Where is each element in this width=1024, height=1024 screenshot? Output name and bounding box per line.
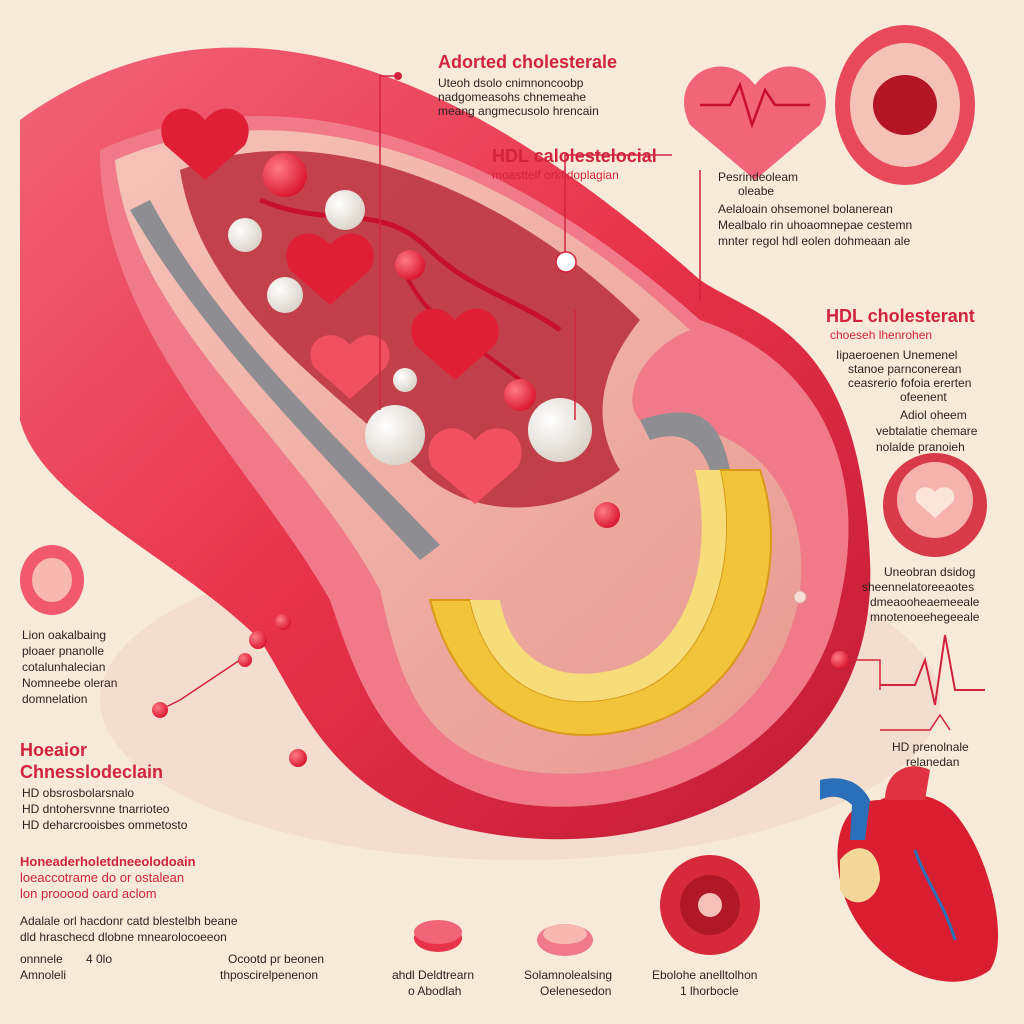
caption2-line2: o Abodlah (408, 984, 462, 998)
callout-dot (831, 651, 849, 669)
smooth-muscle-layer (130, 200, 440, 560)
right-mid-line1: Iipaeroenen Unemenel (836, 348, 958, 362)
ecg-line (880, 634, 985, 706)
red-blood-cell (428, 428, 522, 504)
callout-line (379, 75, 398, 410)
corner-line2: Amnoleli (20, 968, 67, 982)
callout-dot (793, 590, 807, 604)
right-top-line1: Pesrindeoleam (718, 170, 799, 184)
smooth-muscle-layer-right (640, 412, 730, 470)
callout-line (840, 659, 881, 690)
hdl-particle (325, 190, 365, 230)
ecg-label-line1: HD prenolnale (892, 740, 969, 754)
plaque-inner-band (470, 470, 727, 702)
right-top-line4: Mealbalo rin uhoaomnepae cestemn (718, 218, 913, 232)
caption2-line1: ahdl Deldtrearn (392, 968, 475, 982)
top-desc-line2: nadgomeasohs chnemeahe (438, 90, 587, 104)
red-blood-cell (594, 502, 620, 528)
callout-dot (249, 631, 267, 649)
artery-cross-section-lumen (873, 75, 937, 135)
callout-dot (238, 653, 252, 667)
bottom-red-line3: lon prooood oard aclom (20, 886, 157, 901)
callout-line (564, 154, 672, 255)
left-hdl-line2: HD dntohersvnne tnarrioteo (22, 802, 170, 816)
left-line1: Lion oakalbaing (22, 628, 107, 642)
hdl-particle (228, 218, 262, 252)
bottom-red-title: Honeaderholetdneeolodoain (20, 854, 196, 869)
ecg-label-line2: relanedan (906, 755, 960, 769)
red-blood-cell (263, 153, 307, 197)
caption3-line1: Solamnolealsing (524, 968, 613, 982)
platelet-icon-top (414, 920, 462, 944)
heart-lumen (915, 487, 955, 518)
red-blood-cell (504, 379, 536, 411)
bottom-red-line2: loeaccotrame do or ostalean (20, 870, 185, 885)
artery-slice-inner (32, 558, 72, 602)
right-low-line1: Uneobran dsidog (884, 565, 976, 579)
heart-ecg-line (700, 81, 810, 129)
right-hdl-subtitle: choeseh lhenrohen (830, 328, 933, 342)
vena-cava (820, 778, 870, 840)
right-hdl-title: HDL cholesterant (826, 306, 975, 326)
tissue-section-core (698, 893, 722, 917)
red-blood-cell (286, 233, 374, 305)
corner-number: 4 0lo (86, 952, 113, 966)
left-red-title1: Hoeaior (20, 740, 88, 760)
callout-dot (275, 614, 291, 630)
right-top-line2: oleabe (738, 184, 775, 198)
cell-disc-top (543, 924, 587, 944)
top-desc-line1: Uteoh dsolo cnimnoncoobp (438, 76, 584, 90)
left-line5: domnelation (22, 692, 88, 706)
callout-dot (289, 749, 307, 767)
left-line3: cotalunhalecian (22, 660, 106, 674)
right-mid-line2: stanoe parnconerean (848, 362, 962, 376)
right-low-line3: dmeaooheaemeeale (870, 595, 980, 609)
anatomical-heart-icon (837, 794, 999, 982)
capillary (259, 197, 562, 333)
heart-fat (840, 848, 880, 903)
caption3-line2: Oelenesedon (540, 984, 612, 998)
coronary-vessel (913, 849, 957, 941)
red-blood-cell (161, 108, 249, 180)
right-low-line4: mnotenoeehegeeale (870, 610, 980, 624)
left-hdl-line3: HD deharcrooisbes ommetosto (22, 818, 188, 832)
left-red-title2: Chnesslodeclain (20, 762, 164, 782)
hdl-particle (267, 277, 303, 313)
right-mid-line7: nolalde pranoieh (876, 440, 965, 454)
hdl-particle (365, 405, 425, 465)
red-blood-cell (310, 335, 390, 399)
caption1-line1: Ocootd pr beonen (228, 952, 325, 966)
red-blood-cell (395, 250, 425, 280)
right-mid-line5: Adiol oheem (900, 408, 967, 422)
right-mid-line3: ceasrerio fofoia ererten (848, 376, 972, 390)
left-hdl-line1: HD obsrosbolarsnalo (22, 786, 135, 800)
top-title: Adorted cholesterale (438, 52, 618, 72)
callout-dot (555, 251, 577, 273)
aorta (885, 766, 930, 800)
right-low-line2: sheennelatoreeaotes (862, 580, 975, 594)
hdl-particle (393, 368, 417, 392)
left-line2: ploaer pnanolle (22, 644, 105, 658)
left-line4: Nomneebe oleran (22, 676, 118, 690)
hdl-title: HDL calolestelocial (492, 146, 657, 166)
right-mid-line6: vebtalatie chemare (876, 424, 978, 438)
red-blood-cell (411, 308, 499, 380)
right-top-line5: mnter regol hdl eolen dohmeaan ale (718, 234, 911, 248)
right-top-line3: Aelaloain ohsemonel bolanerean (718, 202, 893, 216)
ecg-line-lower (880, 713, 951, 731)
caption4-line2: 1 lhorbocle (680, 984, 739, 998)
caption1-line2: thposcirelpenenon (220, 968, 319, 982)
top-desc-line3: meang angmecusolo hrencain (438, 104, 599, 118)
corner-line1: onnnele (20, 952, 63, 966)
hdl-subtitle: moasttelf orkfidoplagian (492, 168, 619, 182)
caption4-line1: Ebolohe anelltolhon (652, 968, 758, 982)
bottom-line2: dld hraschecd dlobne mnearolocoeeon (20, 930, 227, 944)
right-mid-line4: ofeenent (900, 390, 947, 404)
bottom-line1: Adalale orl hacdonr catd blestelbh beane (20, 914, 238, 928)
callout-dot (152, 702, 168, 718)
heart-ecg-icon (684, 66, 826, 180)
callout-dot (394, 72, 402, 80)
hdl-particle (528, 398, 592, 462)
